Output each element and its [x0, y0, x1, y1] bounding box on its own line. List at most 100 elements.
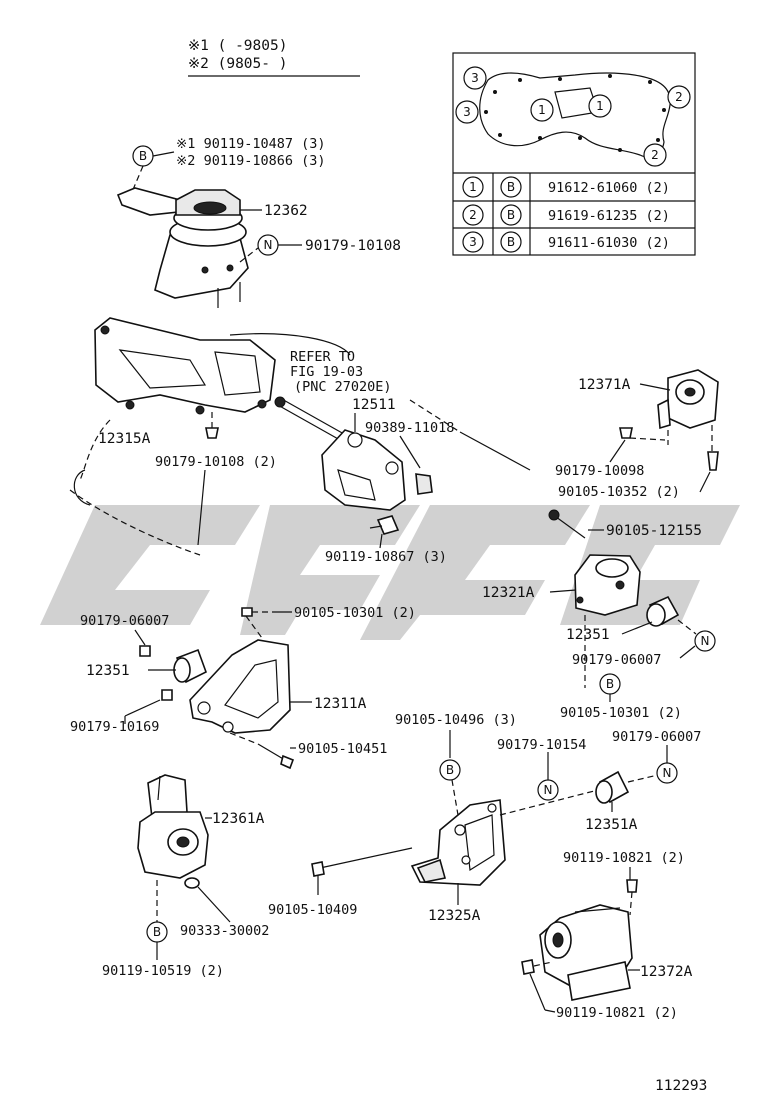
svg-text:N: N — [544, 783, 553, 797]
bushing-12351-left — [173, 648, 207, 684]
mount-12371A — [657, 369, 719, 430]
inset-marker-2b: 2 — [643, 143, 667, 167]
table-row: 3 B 91611-61030 (2) — [462, 231, 670, 253]
refer-line1: REFER TO — [290, 349, 355, 365]
callout-b-center: B — [439, 759, 461, 781]
svg-text:B: B — [507, 180, 515, 194]
svg-text:N: N — [663, 766, 672, 780]
mount-12372A — [539, 904, 633, 1001]
label-90179-06007-right: 90179-06007 — [572, 652, 661, 668]
svg-text:B: B — [139, 149, 147, 163]
label-12321A: 12321A — [482, 585, 535, 601]
label-12371A: 12371A — [578, 377, 631, 393]
inset-marker-2a: 2 — [667, 85, 691, 109]
callout-n-right: N — [694, 630, 716, 652]
svg-text:3: 3 — [469, 235, 477, 249]
label-12351A: 12351A — [585, 817, 638, 833]
svg-text:B: B — [153, 925, 161, 939]
label-90179-10169: 90179-10169 — [70, 719, 159, 735]
label-b1-note2: ※2 90119-10866 (3) — [176, 153, 325, 169]
refer-line3: (PNC 27020E) — [294, 379, 392, 395]
label-12315A: 12315A — [98, 431, 151, 447]
label-90119-10519: 90119-10519 (2) — [102, 963, 224, 979]
svg-text:B: B — [507, 208, 515, 222]
callout-n-center: N — [537, 779, 559, 801]
label-90105-10496: 90105-10496 (3) — [395, 712, 517, 728]
label-90119-10867: 90119-10867 (3) — [325, 549, 447, 565]
bolt-90105-10451 — [257, 743, 286, 761]
svg-text:3: 3 — [463, 105, 471, 119]
svg-text:1: 1 — [596, 99, 604, 113]
stud-12511 — [275, 403, 341, 441]
mount-12361A — [137, 774, 209, 879]
bushing-12351A — [595, 770, 630, 804]
label-12351-right: 12351 — [566, 627, 610, 643]
label-90119-10821-top: 90119-10821 (2) — [563, 850, 685, 866]
svg-text:2: 2 — [469, 208, 477, 222]
label-90105-10352: 90105-10352 (2) — [558, 484, 680, 500]
svg-text:N: N — [701, 634, 710, 648]
engine-bracket-12315A — [94, 317, 276, 415]
label-90179-06007-br: 90179-06007 — [612, 729, 701, 745]
inset-frame — [452, 52, 696, 256]
label-90389-11018: 90389-11018 — [365, 420, 454, 436]
callout-b-top: B — [132, 145, 154, 167]
diagram-id: 112293 — [655, 1078, 707, 1094]
svg-text:1: 1 — [469, 180, 477, 194]
svg-text:91612-61060 (2): 91612-61060 (2) — [548, 180, 670, 196]
label-12325A: 12325A — [428, 908, 481, 924]
label-90179-10108: 90179-10108 — [305, 238, 401, 254]
inset-box: 3 3 1 1 2 2 1 B 91612-61060 (2) 2 B 9161… — [452, 52, 696, 256]
nut-90179-10108 — [205, 427, 219, 439]
svg-text:B: B — [507, 235, 515, 249]
engine-mount-12362 — [116, 187, 249, 308]
bolt-90119-10821-top — [626, 879, 638, 893]
svg-text:B: B — [606, 677, 614, 691]
bracket-12311A — [189, 639, 291, 734]
label-90179-10108-2: 90179-10108 (2) — [155, 454, 277, 470]
refer-line2: FIG 19-03 — [290, 364, 363, 380]
label-90179-06007-left: 90179-06007 — [80, 613, 169, 629]
callout-b-bottom-left: B — [146, 921, 168, 943]
nut-90179-06007-left — [139, 645, 151, 657]
bracket-12321A — [574, 554, 641, 616]
bushing-12351-right — [646, 595, 680, 627]
table-row: 2 B 91619-61235 (2) — [462, 204, 670, 226]
table-row: 1 B 91612-61060 (2) — [462, 176, 670, 198]
callout-n-top: N — [257, 234, 279, 256]
label-90105-10301-left: 90105-10301 (2) — [294, 605, 416, 621]
label-12361A: 12361A — [212, 811, 265, 827]
label-90119-10821-bot: 90119-10821 (2) — [556, 1005, 678, 1021]
label-b1-note1: ※1 90119-10487 (3) — [176, 136, 325, 152]
nut-90179-10098 — [619, 427, 633, 439]
svg-text:2: 2 — [675, 90, 683, 104]
inset-marker-3a: 3 — [463, 66, 487, 90]
label-90179-10154: 90179-10154 — [497, 737, 586, 753]
label-90105-12155: 90105-12155 — [606, 523, 702, 539]
svg-text:1: 1 — [538, 103, 546, 117]
label-90179-10098: 90179-10098 — [555, 463, 644, 479]
note-2: ※2 (9805- ) — [188, 56, 287, 72]
callout-b-right: B — [599, 673, 621, 695]
label-12511: 12511 — [352, 397, 396, 413]
label-12351-left: 12351 — [86, 663, 130, 679]
svg-text:2: 2 — [651, 148, 659, 162]
nut-90179-10169 — [161, 689, 173, 701]
stopper-90389-11018 — [415, 473, 433, 495]
label-12311A: 12311A — [314, 696, 367, 712]
gasket-outline — [479, 72, 671, 158]
svg-text:N: N — [264, 238, 273, 252]
label-12362: 12362 — [264, 203, 308, 219]
bracket-12511 — [321, 429, 406, 511]
bolt-90119-10867 — [376, 515, 400, 535]
bolt-90105-10352 — [707, 451, 719, 471]
bolt-90105-10301-left — [241, 607, 253, 617]
callout-n-bottom-right: N — [656, 762, 678, 784]
svg-text:3: 3 — [471, 71, 479, 85]
svg-text:91619-61235 (2): 91619-61235 (2) — [548, 208, 670, 224]
svg-text:91611-61030 (2): 91611-61030 (2) — [548, 235, 670, 251]
note-1: ※1 ( -9805) — [188, 38, 287, 54]
bolt-90105-10409 — [319, 847, 413, 869]
